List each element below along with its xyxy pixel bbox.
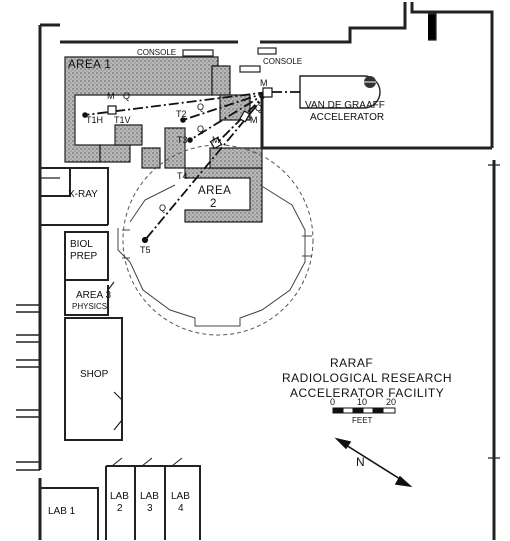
title-line2: RADIOLOGICAL RESEARCH [282,371,453,385]
scale-tick-10: 10 [357,397,368,407]
lab4-label-line2: 4 [178,503,184,514]
area2-label-line1: AREA [198,185,232,197]
accelerator-tank [299,75,381,109]
area1-label: AREA 1 [68,59,112,71]
area2-shielding [184,147,263,223]
console-boxes [182,47,277,73]
area1-shielding [64,56,251,169]
circular-room [122,144,314,336]
biol-prep-label-line1: BIOL [70,239,93,250]
scale-tick-0: 0 [330,397,336,407]
door-stubs [40,177,123,431]
beam-components [82,87,273,244]
area3-label-line2: PHYSICS [72,302,108,311]
lab-rooms [39,465,201,540]
quad-marker-t3: Q [197,124,205,134]
left-rooms [40,167,123,441]
magnet-marker-main: M [260,78,268,88]
scale-unit: FEET [352,416,373,425]
quad-marker-right: Q [255,103,263,113]
lab2-label-line1: LAB [110,491,129,502]
accelerator-label-line1: VAN DE GRAAFF [305,100,385,111]
lab3-label-line1: LAB [140,491,159,502]
title-line3: ACCELERATOR FACILITY [290,386,445,400]
target-t5: T5 [140,245,151,255]
area3-label-line1: AREA 3 [76,290,112,301]
console-label-1: CONSOLE [137,48,177,57]
area2-label-line2: 2 [210,198,217,210]
right-wall-notches [428,13,500,459]
scale-bar [332,407,396,414]
target-t3: T3 [177,135,188,145]
lab2-label-line2: 2 [117,503,123,514]
lab3-label-line2: 3 [147,503,153,514]
lab4-label-line1: LAB [171,491,190,502]
lab-door-arcs [111,457,183,467]
xray-label: X-RAY [68,189,98,200]
lab1-label: LAB 1 [48,506,76,517]
quad-marker-t2: Q [197,102,205,112]
quad-marker-area1: Q [123,91,131,101]
shop-label: SHOP [80,369,109,380]
target-t1v: T1V [114,115,131,125]
scale-tick-20: 20 [386,397,397,407]
left-wall-notches [16,304,40,471]
biol-prep-label-line2: PREP [70,251,98,262]
magnet-marker-area1: M [107,91,115,101]
title-line1: RARAF [330,356,374,370]
quad-marker-t5: Q [159,203,167,213]
north-arrow [334,437,413,488]
inner-octagon-outline [117,184,312,327]
accelerator-label-line2: ACCELERATOR [310,112,385,123]
outer-walls [38,2,496,540]
target-t2: T2 [176,109,187,119]
magnet-marker-t3: M [212,135,220,145]
magnet-marker-right: M [250,115,258,125]
console-label-2: CONSOLE [263,57,303,66]
target-t1h: T1H [86,115,104,125]
north-label: N [356,455,365,469]
target-t4: T4 [177,171,188,181]
